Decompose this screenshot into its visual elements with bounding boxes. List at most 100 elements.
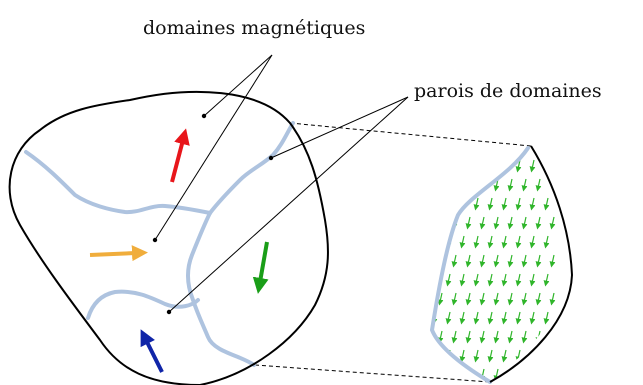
small-magnetization-arrow — [459, 235, 466, 249]
material-body-outline — [8, 90, 329, 385]
small-magnetization-arrow — [535, 216, 542, 230]
small-magnetization-arrow — [473, 311, 480, 325]
small-magnetization-arrow — [459, 349, 466, 363]
small-magnetization-arrow — [487, 273, 494, 287]
dot-wall-lower — [166, 309, 172, 315]
small-magnetization-arrow — [420, 274, 422, 283]
small-magnetization-arrow — [451, 292, 458, 306]
small-magnetization-arrow — [479, 330, 486, 344]
small-magnetization-arrow — [465, 330, 472, 344]
small-magnetization-arrow — [515, 159, 522, 173]
domain-walls — [24, 121, 295, 367]
small-magnetization-arrow — [501, 311, 508, 325]
small-magnetization-arrow — [535, 254, 542, 268]
small-magnetization-arrow — [549, 292, 556, 306]
small-magnetization-arrow — [515, 311, 522, 325]
small-magnetization-arrow — [543, 311, 550, 325]
small-magnetization-arrow — [445, 197, 452, 211]
small-magnetization-arrow — [473, 235, 480, 249]
small-magnetization-arrow — [459, 159, 466, 173]
small-magnetization-arrow — [420, 198, 422, 207]
small-magnetization-arrow — [465, 216, 472, 230]
domain-wall-upper-right — [208, 121, 295, 215]
small-magnetization-arrow — [521, 368, 528, 382]
small-magnetization-arrow — [535, 292, 542, 306]
small-magnetization-arrow — [535, 178, 542, 192]
small-magnetization-arrow — [543, 235, 550, 249]
label-parois-de-domaines: parois de domaines — [414, 80, 602, 102]
cross-section — [420, 145, 574, 384]
small-magnetization-arrow — [487, 235, 494, 249]
small-magnetization-arrow — [487, 197, 494, 211]
leader-lines — [154, 54, 409, 313]
leader-domains-2 — [154, 54, 273, 241]
small-magnetization-arrow — [543, 273, 550, 287]
leader-domains-1 — [203, 54, 273, 117]
small-magnetization-arrow — [445, 273, 452, 287]
small-magnetization-arrow — [426, 293, 428, 302]
small-magnetization-arrow — [437, 178, 444, 192]
small-magnetization-arrow — [487, 349, 494, 363]
small-magnetization-arrow — [426, 179, 428, 188]
leader-walls-2 — [168, 96, 409, 313]
small-magnetization-arrow — [529, 235, 536, 249]
small-magnetization-arrow — [420, 160, 422, 169]
green-magnetization-arrow — [252, 241, 269, 294]
label-domaines-magnetiques: domaines magnétiques — [143, 17, 365, 39]
dot-wall-upper — [268, 155, 274, 161]
small-magnetization-arrow — [507, 216, 514, 230]
small-magnetization-arrow — [432, 273, 438, 287]
small-magnetization-arrow — [493, 254, 500, 268]
small-magnetization-arrow — [432, 349, 438, 363]
dot-domain-red — [201, 113, 207, 119]
domain-wall-center — [186, 211, 256, 367]
small-magnetization-arrow — [507, 292, 514, 306]
small-magnetization-arrow — [420, 312, 422, 321]
small-magnetization-arrow — [473, 349, 480, 363]
small-magnetization-arrow — [549, 254, 556, 268]
small-magnetization-arrow — [451, 178, 458, 192]
small-magnetization-arrow — [501, 349, 508, 363]
small-magnetization-arrow — [437, 292, 444, 306]
small-magnetization-arrow — [521, 178, 528, 192]
small-magnetization-arrow — [479, 292, 486, 306]
small-magnetization-arrow — [487, 159, 494, 173]
small-magnetization-arrow — [451, 330, 458, 344]
small-magnetization-arrow — [426, 331, 428, 340]
small-magnetization-arrow — [507, 330, 514, 344]
small-magnetization-arrow — [529, 311, 536, 325]
small-magnetization-arrow — [507, 178, 514, 192]
small-magnetization-arrow — [465, 178, 472, 192]
small-magnetization-arrow — [549, 368, 556, 382]
small-magnetization-arrow — [493, 330, 500, 344]
small-magnetization-arrow — [432, 235, 438, 249]
small-magnetization-arrow — [465, 292, 472, 306]
domain-wall-lower-left — [86, 289, 200, 320]
small-magnetization-arrow — [549, 330, 556, 344]
dot-domain-orange — [152, 237, 158, 243]
dashed-connector-top — [289, 122, 532, 147]
small-magnetization-arrow — [437, 368, 444, 382]
small-magnetization-arrow — [473, 197, 480, 211]
leader-walls-1 — [270, 96, 409, 159]
small-magnetization-arrow — [487, 311, 494, 325]
small-magnetization-arrow — [432, 197, 438, 211]
small-magnetization-arrow — [549, 216, 556, 230]
cross-section-wall — [429, 146, 530, 384]
small-magnetization-arrow — [507, 254, 514, 268]
small-magnetization-arrow — [515, 349, 522, 363]
small-magnetization-arrow — [459, 273, 466, 287]
small-magnetization-arrow — [479, 178, 486, 192]
small-magnetization-arrow — [543, 349, 550, 363]
red-magnetization-arrow — [170, 128, 190, 183]
small-magnetization-arrow — [473, 159, 480, 173]
small-magnetization-arrow — [420, 350, 422, 359]
small-magnetization-arrow — [451, 368, 458, 382]
orange-magnetization-arrow — [89, 245, 148, 262]
small-magnetization-arrow — [493, 292, 500, 306]
small-magnetization-arrow — [479, 254, 486, 268]
small-magnetization-arrow — [529, 273, 536, 287]
small-magnetization-arrow — [493, 216, 500, 230]
